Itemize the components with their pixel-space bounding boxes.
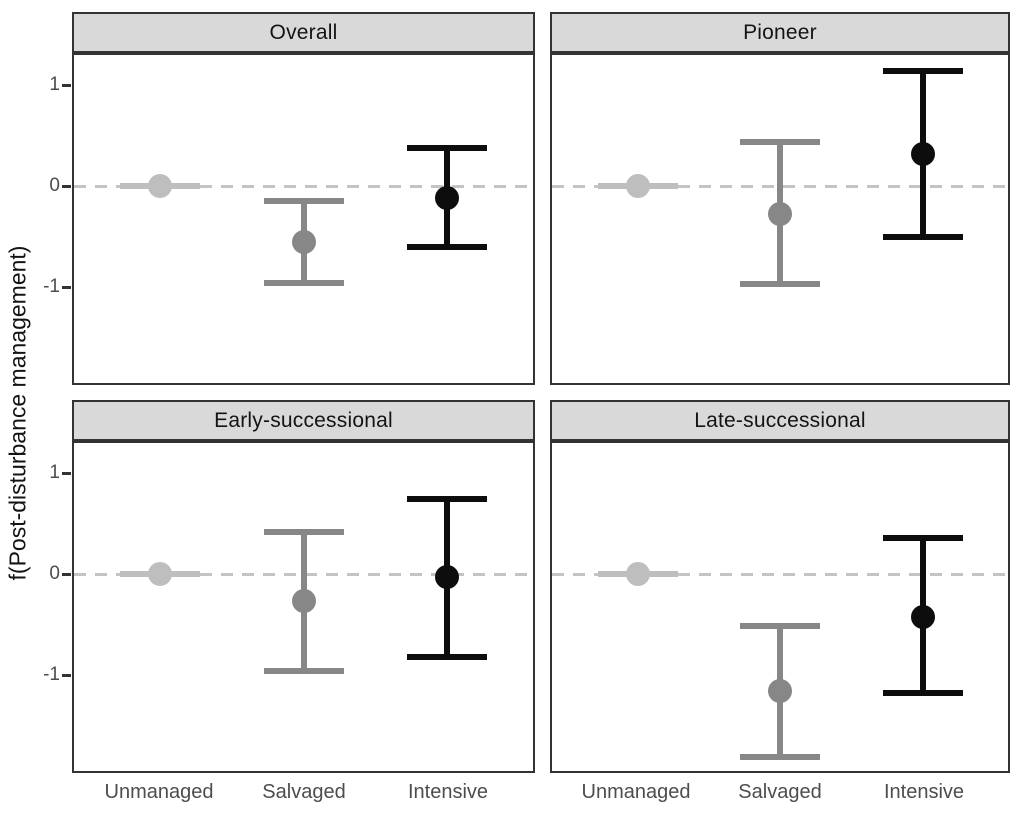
errorbar-salvaged-lower-cap — [740, 281, 820, 288]
panel-early-successional — [72, 441, 535, 773]
point-unmanaged — [625, 562, 650, 587]
y-tick-mark — [62, 674, 71, 677]
errorbar-salvaged-lower-cap — [740, 753, 820, 760]
point-intensive — [910, 141, 935, 166]
y-tick-mark — [62, 84, 71, 87]
x-axis-label-intensive: Intensive — [883, 781, 965, 803]
point-intensive — [910, 604, 935, 629]
panel-late-successional — [550, 441, 1010, 773]
facet-strip-overall: Overall — [72, 12, 535, 53]
point-unmanaged — [148, 562, 173, 587]
errorbar-salvaged-lower-cap — [263, 668, 344, 675]
errorbar-intensive-upper-cap — [882, 68, 963, 75]
errorbar-intensive-lower-cap — [406, 653, 487, 660]
facet-title: Late-successional — [694, 408, 866, 432]
errorbar-salvaged-lower-cap — [263, 280, 344, 287]
point-unmanaged — [148, 174, 173, 199]
y-tick-label: 0 — [49, 563, 60, 584]
zero-reference-line — [74, 184, 533, 188]
errorbar-salvaged-upper-cap — [263, 528, 344, 535]
x-axis-label-unmanaged: Unmanaged — [581, 781, 691, 803]
point-salvaged — [768, 679, 792, 704]
facet-strip-pioneer: Pioneer — [550, 12, 1010, 53]
errorbar-salvaged-upper-cap — [740, 138, 820, 145]
y-tick-mark — [62, 286, 71, 289]
errorbar-intensive-upper-cap — [882, 534, 963, 541]
y-tick-label: 0 — [49, 175, 60, 196]
x-axis-label-intensive: Intensive — [407, 781, 489, 803]
point-intensive — [434, 565, 459, 590]
facet-strip-late-successional: Late-successional — [550, 400, 1010, 441]
x-axis-label-salvaged: Salvaged — [262, 781, 346, 803]
errorbar-intensive-lower-cap — [882, 690, 963, 697]
y-tick-mark — [62, 185, 71, 188]
x-axis-label-unmanaged: Unmanaged — [104, 781, 214, 803]
facet-title: Early-successional — [214, 408, 393, 432]
y-tick-label: 1 — [49, 74, 60, 95]
facet-title: Overall — [269, 20, 338, 44]
point-salvaged — [768, 202, 792, 227]
point-unmanaged — [625, 174, 650, 199]
facet-strip-early-successional: Early-successional — [72, 400, 535, 441]
y-tick-label: 1 — [49, 462, 60, 483]
facet-title: Pioneer — [743, 20, 817, 44]
y-tick-mark — [62, 472, 71, 475]
errorbar-salvaged-upper-cap — [263, 198, 344, 205]
errorbar-intensive-upper-cap — [406, 144, 487, 151]
y-tick-label: -1 — [43, 276, 60, 297]
errorbar-intensive-lower-cap — [882, 233, 963, 240]
point-salvaged — [291, 229, 316, 254]
zero-reference-line — [552, 572, 1008, 576]
errorbar-salvaged-upper-cap — [740, 622, 820, 629]
y-tick-label: -1 — [43, 664, 60, 685]
point-intensive — [434, 186, 459, 211]
y-tick-mark — [62, 573, 71, 576]
point-salvaged — [291, 589, 316, 614]
errorbar-intensive-lower-cap — [406, 243, 487, 250]
errorbar-intensive-upper-cap — [406, 495, 487, 502]
x-axis-label-salvaged: Salvaged — [738, 781, 822, 803]
panel-pioneer — [550, 53, 1010, 385]
panel-overall — [72, 53, 535, 385]
